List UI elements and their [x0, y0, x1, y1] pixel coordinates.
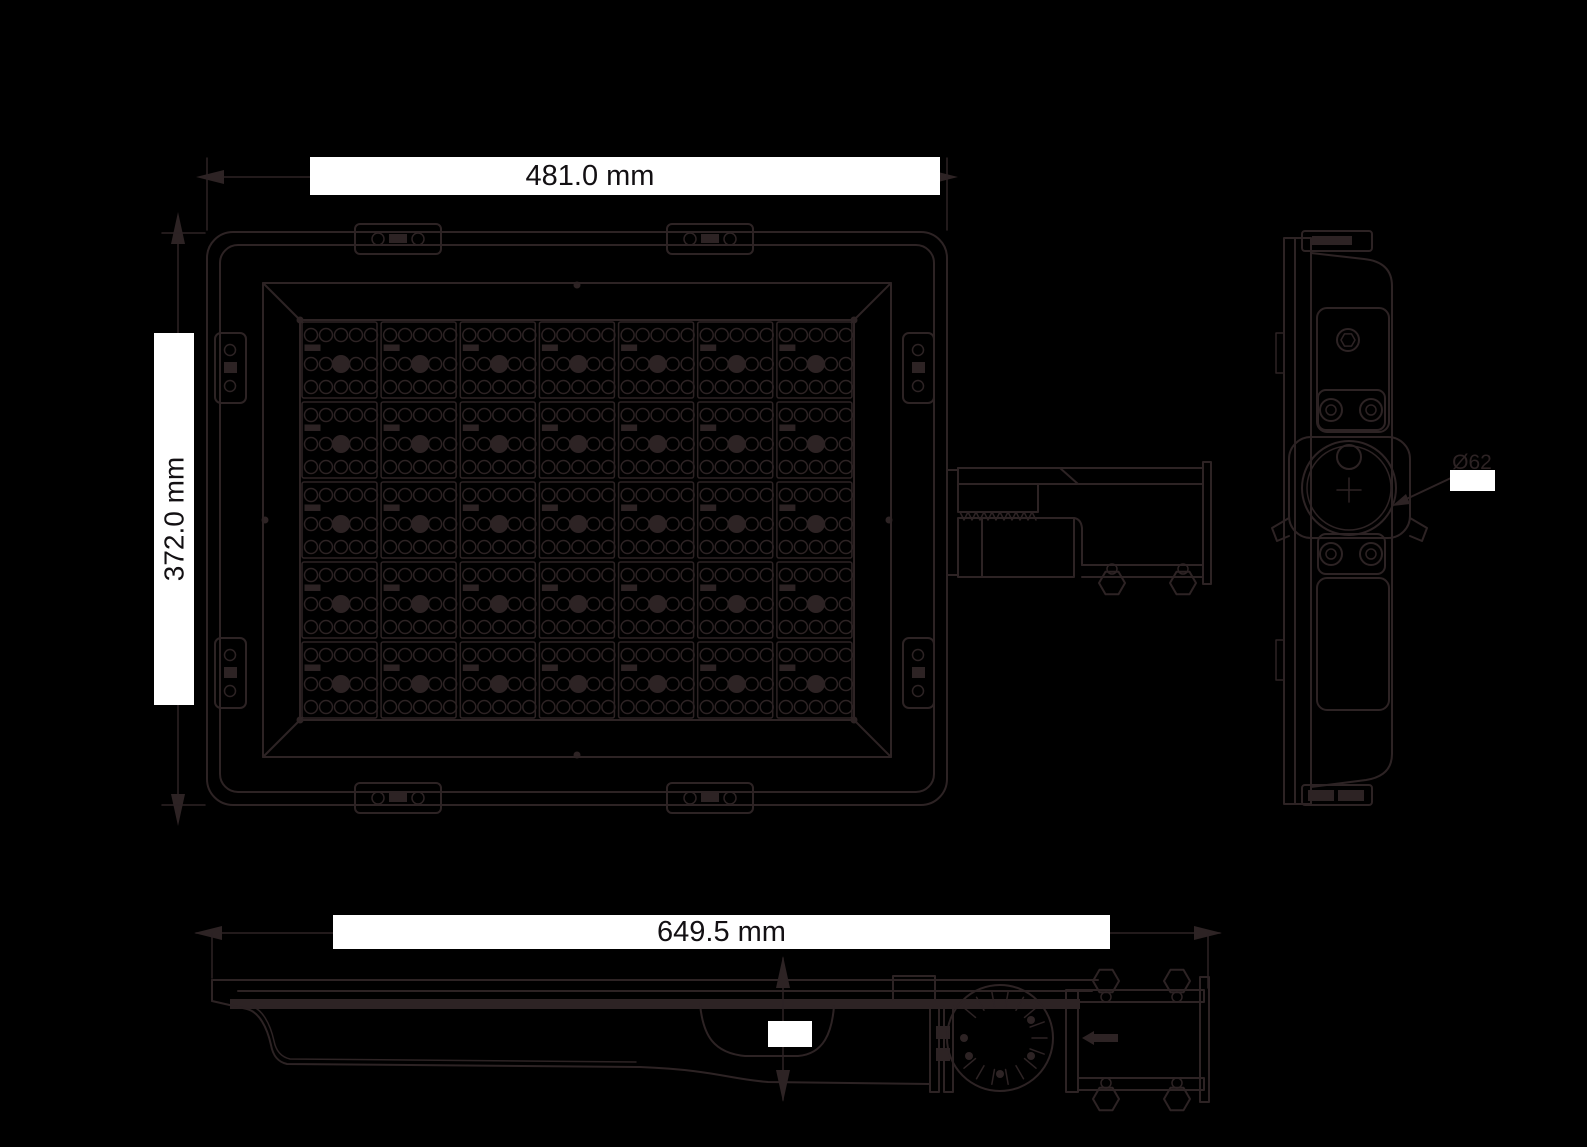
led-module	[459, 401, 537, 479]
led-module	[776, 641, 854, 719]
led-module	[459, 641, 537, 719]
led-module	[696, 641, 774, 719]
led-module	[380, 561, 458, 639]
knuckle-callout-label: Ø62	[1444, 451, 1500, 474]
led-module	[538, 561, 616, 639]
led-module	[380, 481, 458, 559]
hex-bolt	[1098, 570, 1126, 596]
led-module	[696, 401, 774, 479]
led-module	[301, 641, 379, 719]
mounting-tab-top-right	[666, 223, 754, 255]
led-module	[459, 481, 537, 559]
insert-direction-arrow	[1082, 1031, 1118, 1045]
lens-frame	[261, 281, 893, 759]
led-module	[380, 321, 458, 399]
knuckle-callout-value: Ø62	[1452, 451, 1492, 474]
led-module	[459, 321, 537, 399]
led-module	[696, 561, 774, 639]
hex-bolt	[1163, 968, 1191, 994]
side-clip-left-lower	[214, 637, 247, 709]
mounting-tab-top-left	[354, 223, 442, 255]
hex-bolt	[1092, 1086, 1120, 1112]
front-width-dimension-label: 481.0 mm	[310, 157, 940, 195]
led-module	[617, 641, 695, 719]
hex-screw	[1340, 333, 1356, 347]
side-clip-right-upper	[902, 332, 935, 404]
side-clip-right-lower	[902, 637, 935, 709]
front-height-dimension-label: 372.0 mm	[154, 333, 194, 705]
hex-bolt	[1092, 968, 1120, 994]
mounting-knuckle	[1271, 436, 1428, 542]
led-module	[696, 321, 774, 399]
led-module	[617, 401, 695, 479]
led-module	[538, 321, 616, 399]
front-width-value: 481.0 mm	[525, 159, 655, 192]
led-module	[617, 321, 695, 399]
led-module	[617, 561, 695, 639]
profile-height-dimension-label	[768, 1021, 812, 1047]
led-module	[301, 401, 379, 479]
led-module	[776, 321, 854, 399]
profile-side-view	[211, 968, 1210, 1112]
led-module	[776, 481, 854, 559]
led-module	[301, 561, 379, 639]
led-module	[538, 481, 616, 559]
side-view	[1271, 230, 1452, 806]
led-module	[380, 641, 458, 719]
led-module	[538, 401, 616, 479]
led-module-grid	[301, 321, 854, 719]
led-module	[459, 561, 537, 639]
overall-length-value: 649.5 mm	[657, 915, 786, 948]
callout-leader-arrow	[1392, 477, 1452, 506]
led-module	[301, 481, 379, 559]
overall-length-dimension-label: 649.5 mm	[333, 915, 1110, 949]
led-module	[776, 401, 854, 479]
front-height-value: 372.0 mm	[158, 456, 189, 582]
led-module	[538, 641, 616, 719]
led-module	[696, 481, 774, 559]
led-module	[380, 401, 458, 479]
led-module	[776, 561, 854, 639]
knuckle-callout-box	[1450, 470, 1495, 491]
led-module	[617, 481, 695, 559]
led-module	[301, 321, 379, 399]
aiming-rosette	[946, 984, 1054, 1092]
mounting-arm-top-view	[946, 461, 1212, 596]
mounting-tab-bottom-right	[666, 782, 754, 814]
mounting-tab-bottom-left	[354, 782, 442, 814]
side-clip-left-upper	[214, 332, 247, 404]
hex-bolt	[1163, 1086, 1191, 1112]
hex-bolt	[1169, 570, 1197, 596]
pole-clamp-bracket	[1065, 968, 1210, 1112]
front-view	[206, 223, 948, 814]
